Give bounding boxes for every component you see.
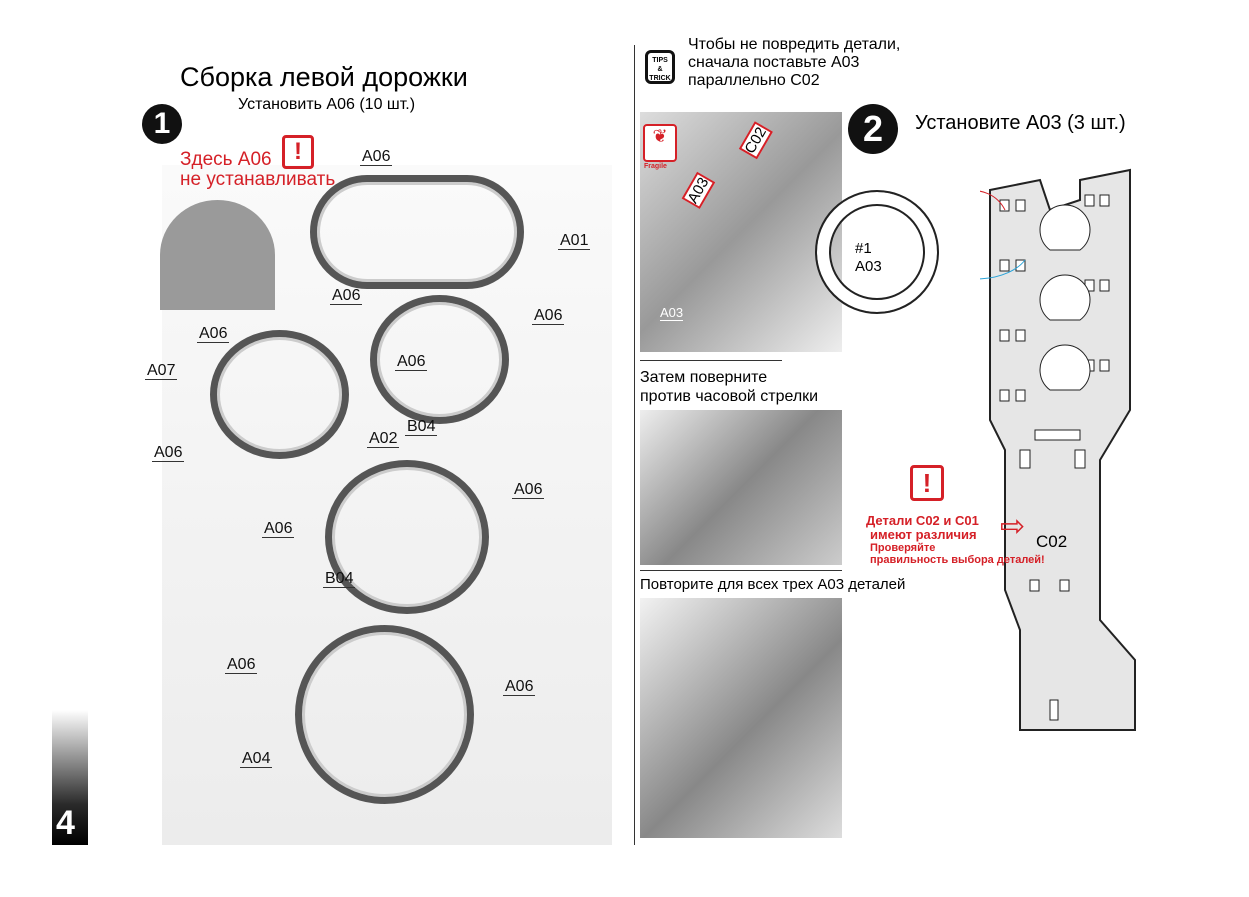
divider	[640, 570, 842, 571]
diagram-label: #1	[855, 240, 872, 257]
arrow-icon: ⇨	[1000, 510, 1026, 543]
page-number-tab: 4	[52, 710, 88, 845]
ring-part	[370, 295, 509, 424]
part-label: A06	[262, 520, 295, 538]
tips-line: TIPS	[652, 57, 668, 64]
a03-ring-diagram	[815, 190, 939, 314]
ring-part	[295, 625, 474, 804]
part-label: A06	[503, 678, 536, 696]
exclamation-icon: !	[282, 135, 314, 169]
step2-title: Установите A03 (3 шт.)	[915, 112, 1126, 134]
tips-line: &	[657, 66, 663, 73]
diagram-label: A03	[855, 258, 882, 275]
ring-part	[210, 330, 349, 459]
tip-line: параллельно C02	[688, 72, 820, 89]
part-label: A06	[225, 656, 258, 674]
part-label: A06	[532, 307, 565, 325]
part-label: A06	[395, 353, 428, 371]
warning-sub-line: правильность выбора деталей!	[870, 554, 1045, 566]
divider	[640, 360, 782, 361]
part-label: A04	[240, 750, 273, 768]
step1-subtitle: Установить A06 (10 шт.)	[238, 96, 416, 113]
part-label: A02	[367, 430, 400, 448]
step2-number: 2	[848, 104, 898, 154]
warning-sub-line: Проверяйте	[870, 542, 936, 554]
turn-photo	[640, 410, 842, 565]
part-label: A06	[152, 444, 185, 462]
tip-line: Чтобы не повредить детали,	[688, 36, 901, 53]
hand-photo	[160, 200, 275, 310]
photo-label-a03-bottom: A03	[660, 305, 684, 321]
step1-title: Сборка левой дорожки	[180, 62, 468, 92]
tips-line: TRICK	[649, 75, 671, 82]
tips-badge: TIPS & TRICK	[645, 50, 675, 84]
tip-text: Чтобы не повредить детали, сначала поста…	[688, 36, 900, 90]
c02-label: C02	[1036, 532, 1068, 551]
part-label: A01	[558, 232, 591, 250]
part-label: B04	[323, 570, 356, 588]
repeat-text: Повторите для всех трех A03 деталей	[640, 576, 906, 593]
ring-part	[310, 175, 524, 289]
c02-warning: Детали C02 и C01 имеют различия Проверяй…	[866, 513, 1045, 567]
part-label: A06	[197, 325, 230, 343]
part-label: B04	[405, 418, 438, 436]
warning-line: имеют различия	[870, 527, 977, 542]
ring-part	[325, 460, 489, 614]
fragile-label: Fragile	[644, 163, 667, 170]
warning-line: не устанавливать	[180, 169, 336, 190]
part-label: A06	[360, 148, 393, 166]
page-number: 4	[56, 804, 75, 842]
turn-text: Затем поверните против часовой стрелки	[640, 368, 818, 406]
warning-text: Здесь A06 не устанавливать	[180, 150, 335, 190]
step1-number: 1	[142, 104, 182, 144]
tip-line: сначала поставьте A03	[688, 54, 860, 71]
divider	[634, 45, 635, 845]
part-label: A07	[145, 362, 178, 380]
turn-line: Затем поверните	[640, 369, 768, 386]
warning-line: Детали C02 и C01	[866, 513, 979, 528]
repeat-photo	[640, 598, 842, 838]
warning-line: Здесь A06	[180, 149, 272, 170]
fragile-icon: ❦	[643, 124, 677, 162]
part-label: A06	[330, 287, 363, 305]
part-label: A06	[512, 481, 545, 499]
exclamation-icon: !	[910, 465, 944, 501]
c02-part-diagram	[980, 168, 1136, 731]
turn-line: против часовой стрелки	[640, 388, 819, 405]
